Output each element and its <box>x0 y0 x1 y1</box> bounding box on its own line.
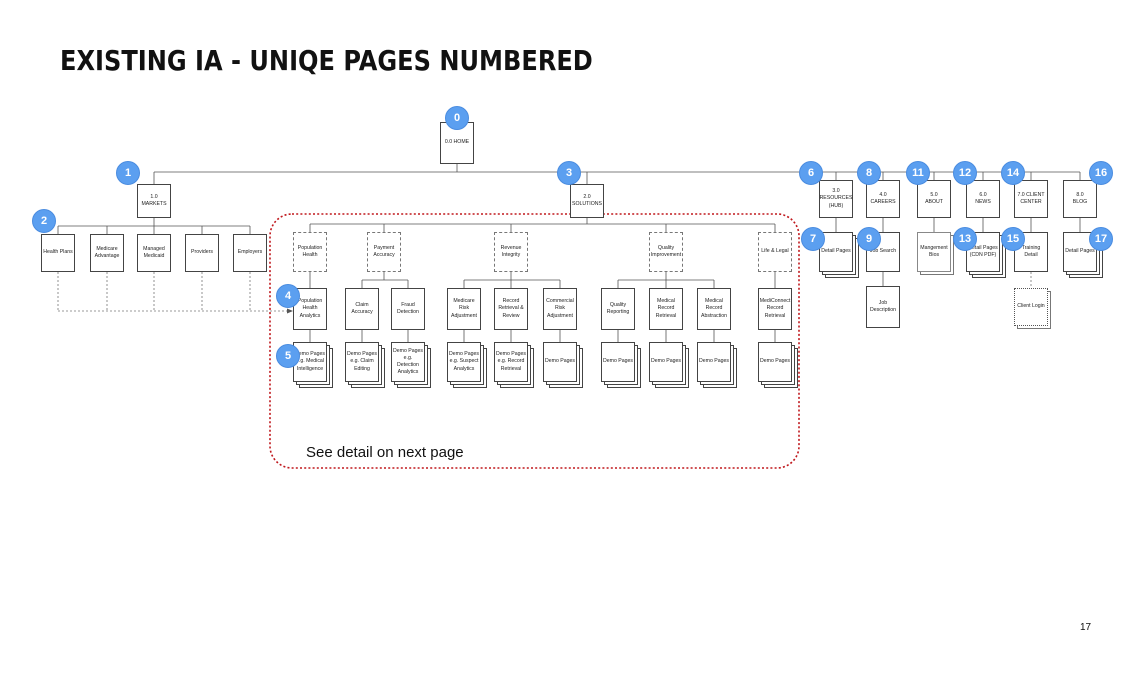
node-demo-medical-intelligence: Demo Pages e.g. Medical Intelligence <box>293 342 327 382</box>
node-demo-claim-editing: Demo Pages e.g. Claim Editing <box>345 342 379 382</box>
page-number-badge: 7 <box>801 227 825 251</box>
node-solutions: 2.0 SOLUTIONS <box>570 184 604 218</box>
slide-page-number: 17 <box>1080 622 1092 633</box>
node-demo-pages: Demo Pages <box>697 342 731 382</box>
node-medicare-advantage: Medicare Advantage <box>90 234 124 272</box>
node-job-description: Job Description <box>866 286 900 328</box>
node-about: 5.0 ABOUT <box>917 180 951 218</box>
node-providers: Providers <box>185 234 219 272</box>
node-careers: 4.0 CAREERS <box>866 180 900 218</box>
node-health-plans: Health Plans <box>41 234 75 272</box>
node-population-health: Population Health <box>293 232 327 272</box>
page-number-badge: 13 <box>953 227 977 251</box>
node-managed-medicaid: Managed Medicaid <box>137 234 171 272</box>
node-medical-record-abstraction: Medical Record Abstraction <box>697 288 731 330</box>
page-number-badge: 5 <box>276 344 300 368</box>
page-number-badge: 1 <box>116 161 140 185</box>
node-blog: 8.0 BLOG <box>1063 180 1097 218</box>
node-commercial-risk-adjustment: Commercial Risk Adjustment <box>543 288 577 330</box>
node-claim-accuracy: Claim Accuracy <box>345 288 379 330</box>
page-number-badge: 11 <box>906 161 930 185</box>
node-revenue-integrity: Revenue Integrity <box>494 232 528 272</box>
node-record-retrieval-review: Record Retrieval & Review <box>494 288 528 330</box>
node-employers: Employers <box>233 234 267 272</box>
node-payment-accuracy: Payment Accuracy <box>367 232 401 272</box>
node-markets: 1.0 MARKETS <box>137 184 171 218</box>
page-number-badge: 2 <box>32 209 56 233</box>
page-number-badge: 15 <box>1001 227 1025 251</box>
node-fraud-detection: Fraud Detection <box>391 288 425 330</box>
page-number-badge: 3 <box>557 161 581 185</box>
node-demo-pages: Demo Pages <box>543 342 577 382</box>
page-number-badge: 0 <box>445 106 469 130</box>
node-life-legal: Life & Legal <box>758 232 792 272</box>
detail-note: See detail on next page <box>306 444 464 461</box>
node-quality-reporting: Quality Reporting <box>601 288 635 330</box>
node-demo-record-retrieval: Demo Pages e.g. Record Retrieval <box>494 342 528 382</box>
page-number-badge: 17 <box>1089 227 1113 251</box>
node-medicare-risk-adjustment: Medicare Risk Adjustment <box>447 288 481 330</box>
page-number-badge: 14 <box>1001 161 1025 185</box>
node-demo-detection-analytics: Demo Pages e.g. Detection Analytics <box>391 342 425 382</box>
node-demo-pages: Demo Pages <box>601 342 635 382</box>
page-number-badge: 9 <box>857 227 881 251</box>
node-resources: 3.0 RESOURCES (HUB) <box>819 180 853 218</box>
node-client-center: 7.0 CLIENT CENTER <box>1014 180 1048 218</box>
node-job-search: Job Search <box>866 232 900 272</box>
page-title: EXISTING IA - UNIQE PAGES NUMBERED <box>60 44 593 77</box>
node-quality-improvement: Quality Improvement <box>649 232 683 272</box>
node-demo-pages: Demo Pages <box>649 342 683 382</box>
page-number-badge: 8 <box>857 161 881 185</box>
page-number-badge: 4 <box>276 284 300 308</box>
node-client-login: Client Login <box>1014 288 1048 326</box>
node-mediconnect-record-retrieval: MediConnect Record Retrieval <box>758 288 792 330</box>
node-resources-detail-pages: Detail Pages <box>819 232 853 272</box>
page-number-badge: 6 <box>799 161 823 185</box>
node-demo-pages: Demo Pages <box>758 342 792 382</box>
node-medical-record-retrieval: Medical Record Retrieval <box>649 288 683 330</box>
node-demo-suspect-analytics: Demo Pages e.g. Suspect Analytics <box>447 342 481 382</box>
node-management-bios: Mangement Bios <box>917 232 951 272</box>
page-number-badge: 16 <box>1089 161 1113 185</box>
node-news: 6.0 NEWS <box>966 180 1000 218</box>
page-number-badge: 12 <box>953 161 977 185</box>
